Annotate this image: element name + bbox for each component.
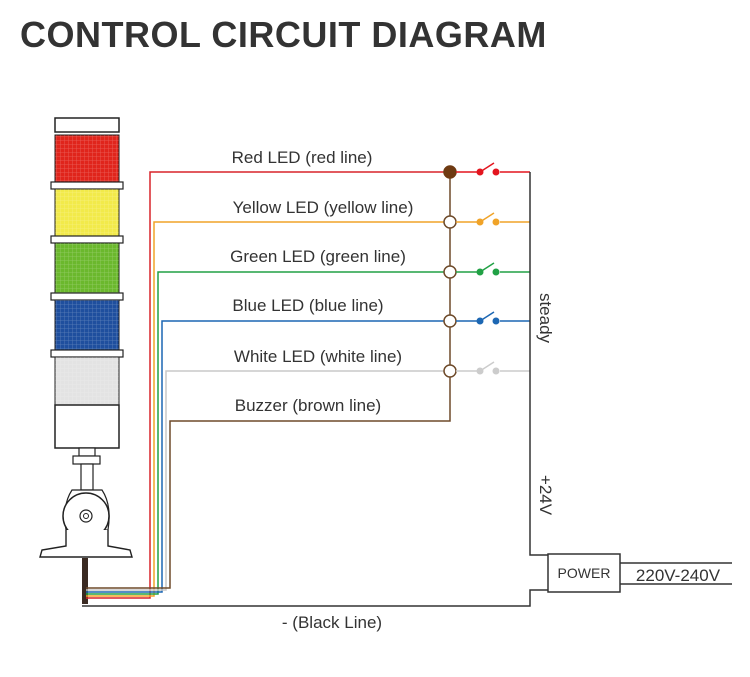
wire-labels: Red LED (red line) Yellow LED (yellow li… (230, 148, 721, 632)
power-circuit (529, 172, 732, 593)
wires (82, 171, 548, 607)
switches (456, 162, 530, 375)
diagram-title: CONTROL CIRCUIT DIAGRAM (20, 14, 547, 55)
junction-ring (443, 215, 457, 229)
wire-blue (86, 320, 450, 593)
switch-red (456, 162, 530, 176)
label-green-led: Green LED (green line) (230, 247, 406, 266)
wire-green (86, 271, 450, 595)
mount-bracket (39, 530, 133, 558)
tower-pole (80, 463, 94, 491)
label-steady: steady (536, 293, 555, 344)
label-white-led: White LED (white line) (234, 347, 402, 366)
positive-bus (529, 172, 548, 556)
input-voltage-label: 220V-240V (636, 566, 721, 585)
tower-base-housing (54, 404, 120, 449)
label-blue-led: Blue LED (blue line) (232, 296, 383, 315)
junction-ring (443, 314, 457, 328)
power-box (547, 553, 621, 593)
wire-yellow (86, 221, 450, 597)
power-label: POWER (558, 565, 611, 581)
tower-ring (50, 181, 124, 190)
tower-ring (50, 235, 124, 244)
wire-white (86, 370, 450, 591)
junction-ring (443, 265, 457, 279)
label-yellow-led: Yellow LED (yellow line) (233, 198, 414, 217)
label-24v: +24V (536, 475, 555, 516)
switch-yellow (456, 212, 530, 226)
junction-dot (443, 165, 457, 179)
tower-top-cap (54, 117, 120, 133)
tower-ring (50, 349, 124, 358)
junction-ring (443, 364, 457, 378)
switch-green (456, 262, 530, 276)
wire-black-ground (82, 589, 548, 607)
switch-blue (456, 311, 530, 325)
ground-label: - (Black Line) (282, 613, 382, 632)
wire-red (86, 171, 450, 599)
wire-brown-common (86, 172, 451, 589)
label-red-led: Red LED (red line) (232, 148, 373, 167)
switch-white (456, 361, 530, 375)
signal-tower (39, 117, 133, 604)
cable-bundle (82, 558, 88, 604)
label-buzzer: Buzzer (brown line) (235, 396, 381, 415)
tower-ring (50, 292, 124, 301)
